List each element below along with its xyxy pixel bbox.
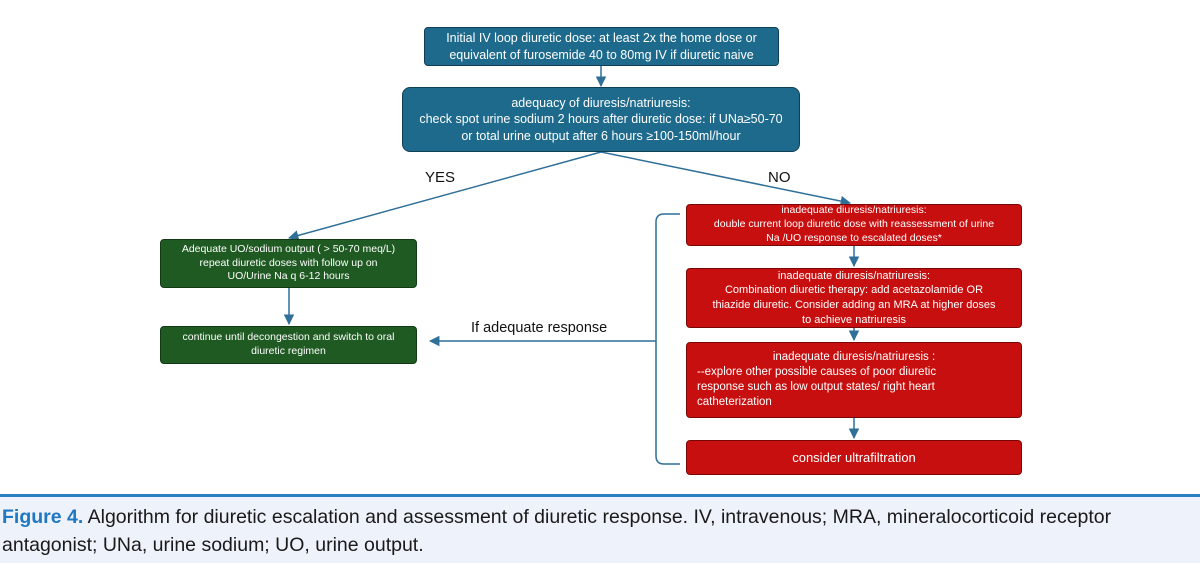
inadequate-step1-box: inadequate diuresis/natriuresis: double … [686, 204, 1022, 246]
continue-box: continue until decongestion and switch t… [160, 326, 417, 364]
inadequate-step3-title: inadequate diuresis/natriuresis : [772, 350, 936, 363]
initial-dose-text: Initial IV loop diuretic dose: at least … [446, 31, 757, 62]
caption-divider [0, 494, 1200, 497]
yes-label: YES [425, 169, 456, 186]
figure-label: Figure 4. [2, 506, 84, 528]
inadequate-step3-body: --explore other possible causes of poor … [697, 365, 937, 409]
ultrafiltration-box: consider ultrafiltration [686, 440, 1022, 475]
no-label: NO [768, 169, 791, 186]
inadequate-step3-box: inadequate diuresis/natriuresis : --expl… [686, 342, 1022, 418]
inadequate-step1-text: inadequate diuresis/natriuresis: double … [713, 204, 995, 244]
adequate-output-text: Adequate UO/sodium output ( > 50-70 meq/… [181, 242, 396, 283]
figure-caption: Figure 4. Algorithm for diuretic escalat… [0, 497, 1200, 563]
adequacy-check-text: adequacy of diuresis/natriuresis: check … [419, 95, 783, 143]
caption-text: Algorithm for diuretic escalation and as… [2, 506, 1112, 556]
adequacy-check-box: adequacy of diuresis/natriuresis: check … [402, 87, 800, 152]
connector-layer [283, 66, 860, 465]
initial-dose-box: Initial IV loop diuretic dose: at least … [424, 27, 779, 66]
arrow-no-branch [600, 151, 852, 207]
ultrafiltration-text: consider ultrafiltration [792, 449, 916, 465]
continue-text: continue until decongestion and switch t… [182, 331, 395, 357]
inadequate-step2-box: inadequate diuresis/natriuresis: Combina… [686, 268, 1022, 328]
inadequate-step2-text: inadequate diuresis/natriuresis: Combina… [712, 269, 996, 326]
bracket-inadequate-group [655, 213, 680, 465]
if-adequate-response-label: If adequate response [471, 320, 608, 336]
arrow-yes-branch [287, 151, 602, 241]
adequate-output-box: Adequate UO/sodium output ( > 50-70 meq/… [160, 239, 417, 288]
diuretic-algorithm-flowchart: Initial IV loop diuretic dose: at least … [160, 27, 1022, 475]
